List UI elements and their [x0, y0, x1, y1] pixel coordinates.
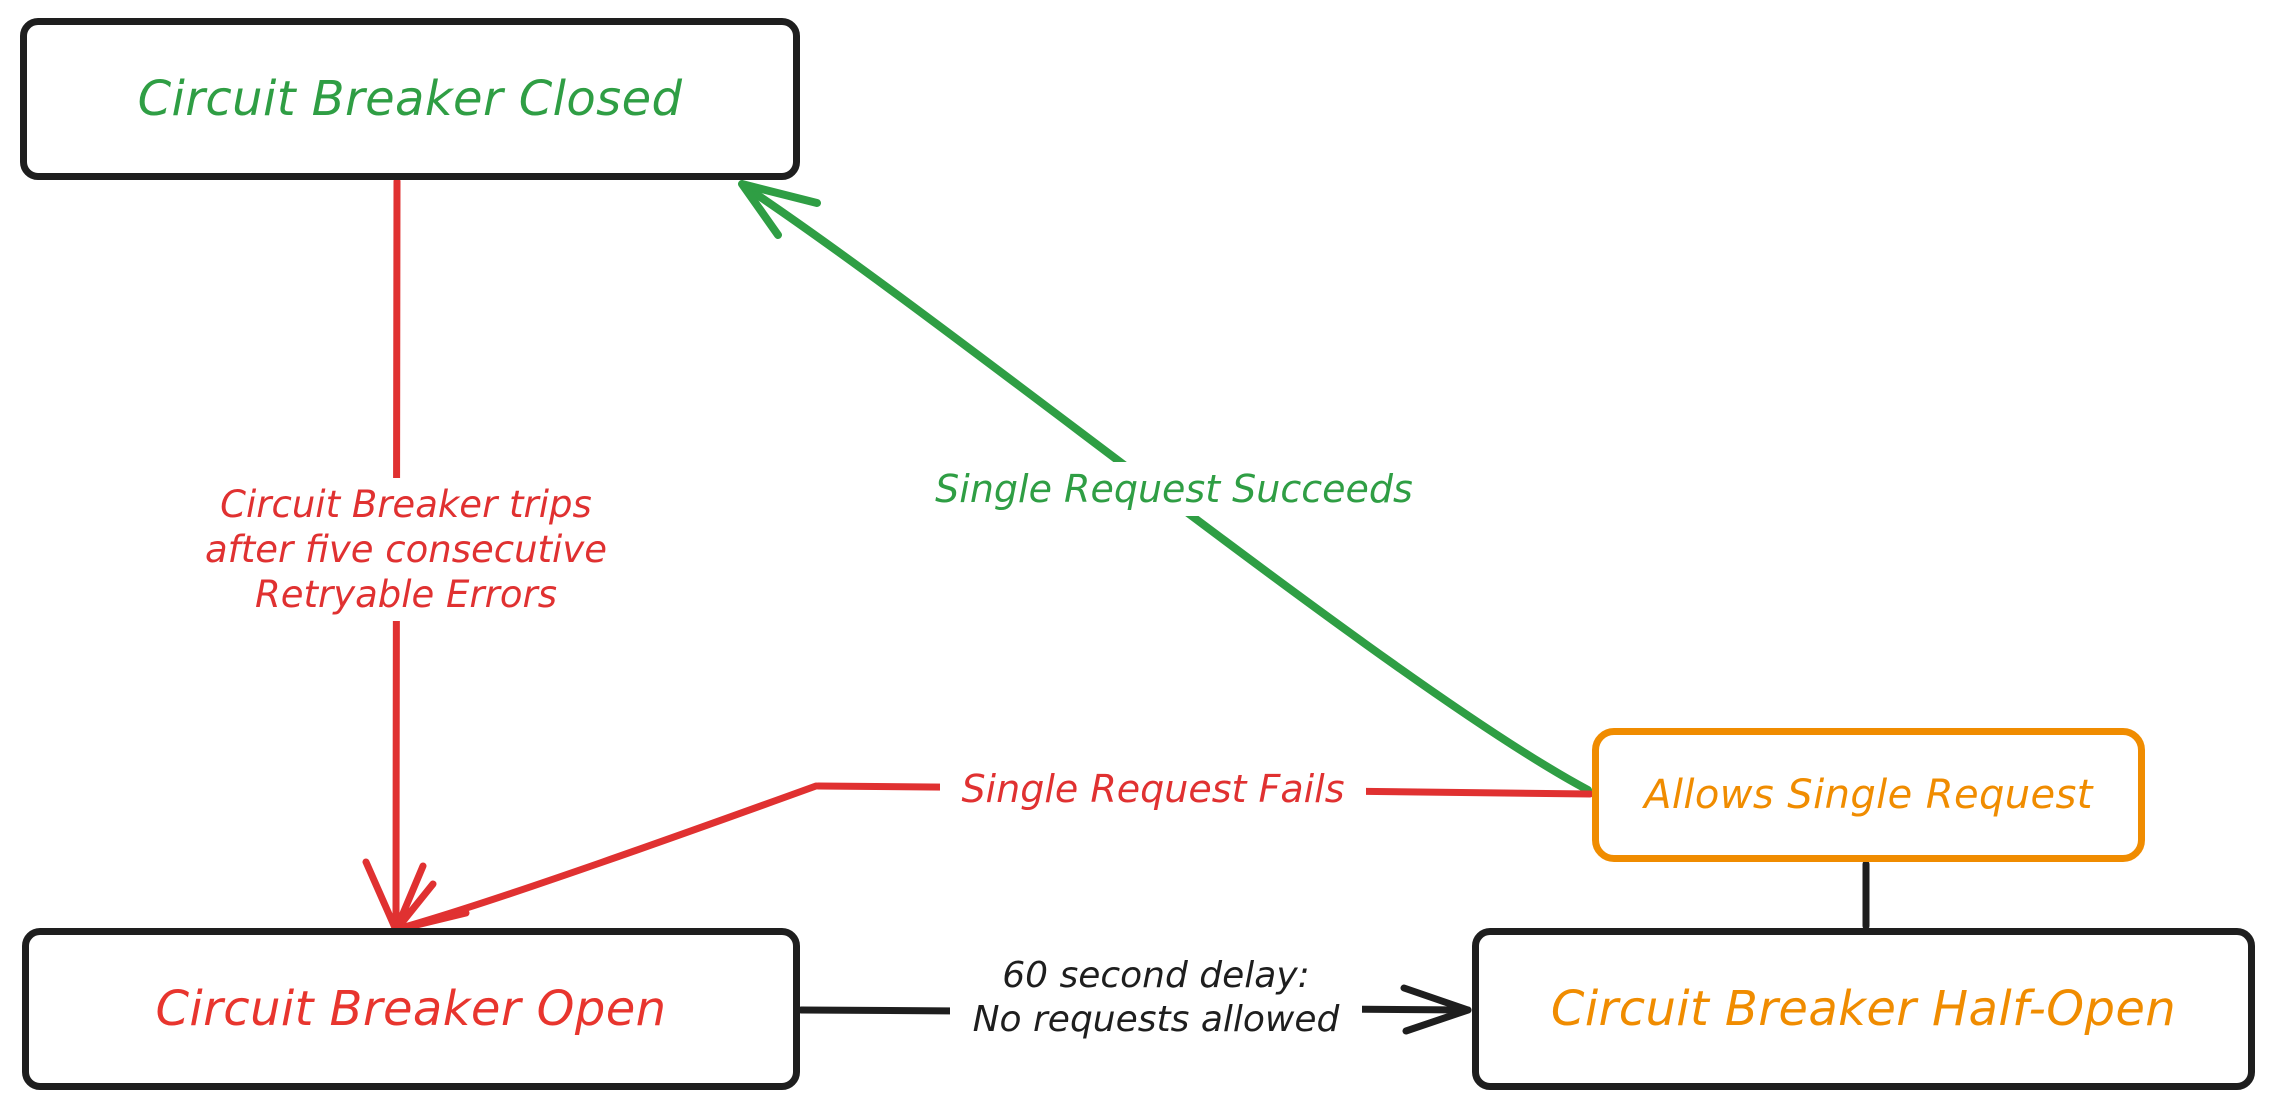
node-label-closed: Circuit Breaker Closed — [137, 71, 683, 127]
edge-label-single-request-fails: Single Request Fails — [940, 762, 1366, 817]
node-circuit-breaker-open[interactable]: Circuit Breaker Open — [22, 928, 800, 1090]
edge-label-circuit-breaker-trips: Circuit Breaker trips after five consecu… — [190, 478, 622, 622]
node-circuit-breaker-half-open[interactable]: Circuit Breaker Half-Open — [1472, 928, 2255, 1090]
edge-label-single-request-succeeds: Single Request Succeeds — [916, 462, 1432, 517]
node-circuit-breaker-closed[interactable]: Circuit Breaker Closed — [20, 18, 800, 180]
node-label-half-open: Circuit Breaker Half-Open — [1550, 981, 2177, 1037]
node-label-allows: Allows Single Request — [1644, 772, 2093, 818]
node-label-open: Circuit Breaker Open — [155, 981, 667, 1037]
node-allows-single-request[interactable]: Allows Single Request — [1592, 728, 2145, 862]
edge-label-60-second-delay: 60 second delay: No requests allowed — [950, 952, 1362, 1044]
